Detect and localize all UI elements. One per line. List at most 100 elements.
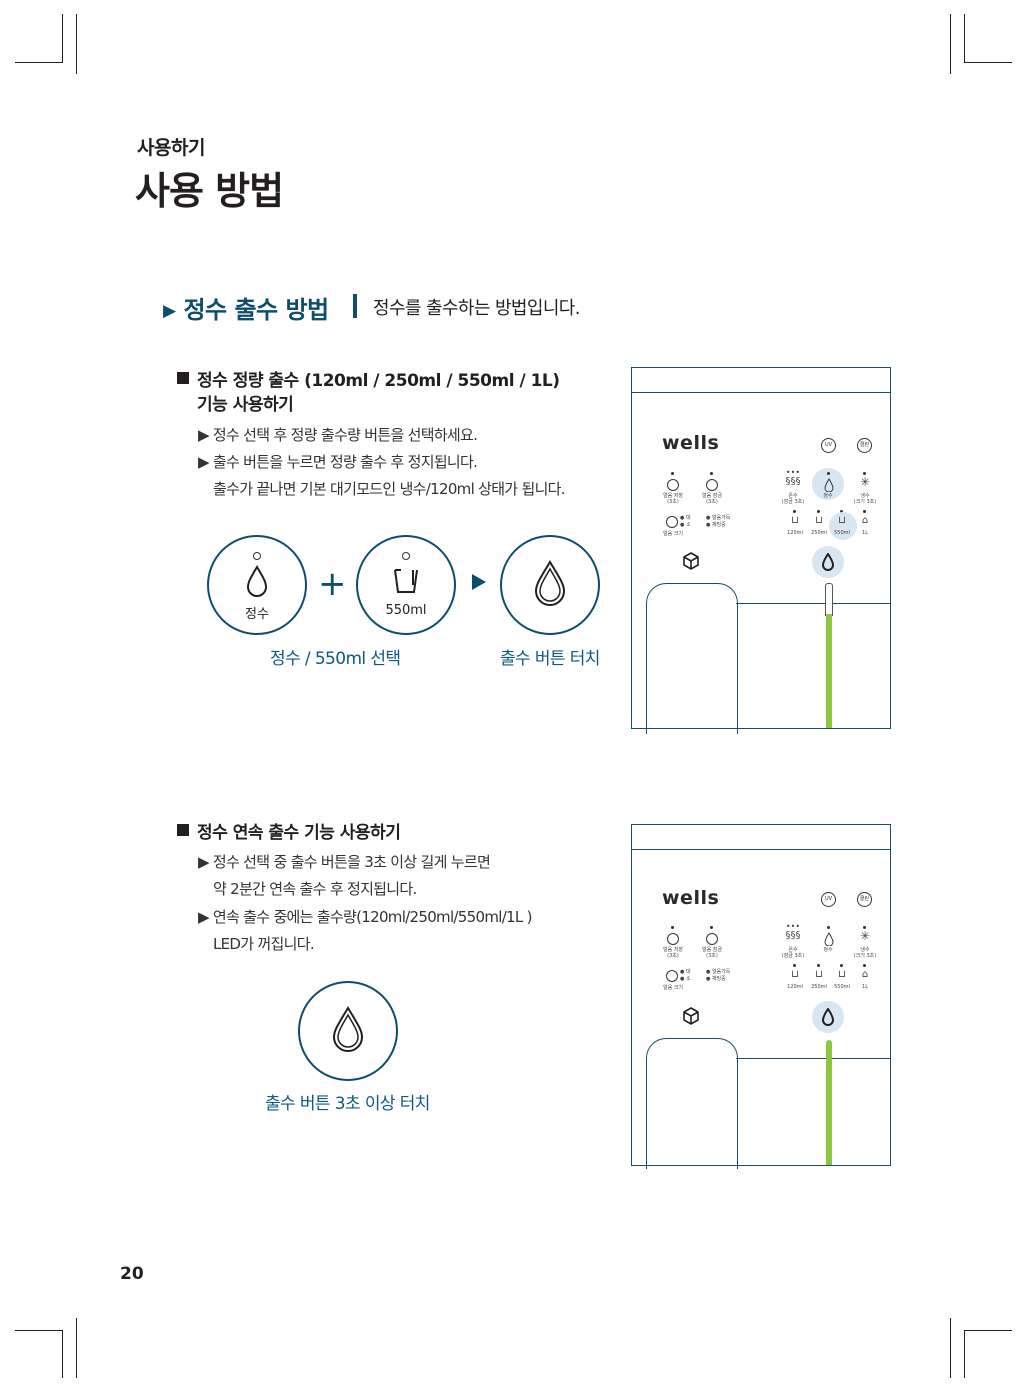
volume-550-button-illustration: 550ml: [356, 535, 456, 635]
indicator-dot: [793, 964, 796, 967]
crop-mark: [950, 14, 951, 74]
vol-1l-label: 1L: [862, 530, 868, 536]
indicator-dot: [863, 472, 866, 475]
hot-water-label: 온수: [788, 493, 798, 499]
clean-button: 클린: [857, 892, 872, 907]
ice-cube-icon: [683, 552, 699, 570]
hot-indicator-dots: •••: [785, 468, 801, 477]
crop-mark: [964, 62, 1012, 63]
ice-lock-sub: (3초): [706, 953, 718, 959]
vol-120-label: 120ml: [787, 530, 803, 536]
water-drop-icon: [332, 1006, 364, 1052]
cup-large-icon: ⊔: [838, 969, 846, 980]
pot-icon: ⌂: [861, 969, 869, 980]
crop-mark: [964, 1330, 1012, 1331]
hot-water-label: 온수: [788, 947, 798, 953]
part2-title: 정수 연속 출수 기능 사용하기: [197, 823, 401, 843]
water-stream: [826, 614, 832, 728]
water-drop-icon: [821, 1008, 835, 1026]
hot-water-icon: §§§: [785, 476, 801, 487]
part1-bullet: ▶ 정수 선택 후 정량 출수량 버튼을 선택하세요.: [198, 426, 478, 444]
indicator-dot: [817, 964, 820, 967]
hot-indicator-dots: •••: [785, 922, 801, 931]
ice-outlet: [646, 583, 738, 734]
ice-size-icon: [666, 970, 678, 982]
crop-mark: [964, 14, 965, 62]
cup-small-icon: ⊔: [791, 969, 799, 980]
dispense-button-illustration: [500, 535, 600, 635]
cup-medium-icon: ⊔: [815, 515, 823, 526]
cold-water-icon: ✳: [859, 929, 871, 943]
indicator-dot: [671, 926, 674, 929]
vol-250-label: 250ml: [811, 530, 827, 536]
cup-icon: [394, 569, 418, 593]
uv-button: UV: [821, 892, 836, 907]
water-drop-icon: [534, 560, 566, 606]
vol-550-label: 550ml: [834, 984, 850, 990]
indicator-dot-icon: [253, 552, 261, 560]
ice-icon: [667, 479, 679, 491]
indicator-dot: [863, 926, 866, 929]
crop-mark: [62, 1330, 63, 1378]
vol-550-label: 550ml: [834, 530, 850, 536]
ice-cube-icon: [683, 1007, 699, 1025]
pure-water-label: 정수: [823, 493, 833, 499]
panel-divider: [736, 603, 890, 604]
pure-water-label: 정수: [245, 607, 269, 622]
section-title-text: 정수 출수 방법: [183, 296, 329, 324]
crop-mark: [15, 62, 63, 63]
plus-icon: +: [318, 564, 347, 604]
caption-touch: 출수 버튼 터치: [500, 649, 600, 669]
water-drop-icon: [824, 478, 834, 492]
caption-select: 정수 / 550ml 선택: [270, 649, 401, 669]
crop-mark: [950, 1318, 951, 1378]
section-arrow-icon: ▶: [163, 301, 176, 321]
ice-size-label: 얼음 크기: [663, 985, 683, 991]
cold-water-label: 냉수: [860, 947, 870, 953]
volume-550-label: 550ml: [385, 603, 427, 618]
ice-full-label: ● 얼음가득: [706, 515, 731, 521]
water-drop-icon: [246, 565, 268, 597]
crop-mark: [76, 1318, 77, 1378]
part2-bullet: ▶ 정수 선택 중 출수 버튼을 3초 이상 길게 누르면: [198, 853, 491, 871]
brand-logo: wells: [662, 887, 720, 909]
section-title: ▶ 정수 출수 방법: [163, 290, 329, 325]
water-drop-icon: [821, 553, 835, 571]
part2-bullet-cont: LED가 꺼집니다.: [213, 935, 315, 953]
part2-bullet: ▶ 연속 출수 중에는 출수량(120ml/250ml/550ml/1L ): [198, 908, 532, 926]
part2-bullet-cont: 약 2분간 연속 출수 후 정지됩니다.: [213, 880, 417, 898]
indicator-dot: [827, 472, 830, 475]
ice-outlet: [646, 1038, 738, 1169]
pure-water-button-illustration: 정수: [207, 535, 307, 635]
control-panel-illustration: wells UV 클린 얼음 저장 (3초) 얼음 잠금 (3초) ••• §§…: [631, 367, 891, 734]
ice-icon: [667, 933, 679, 945]
page-number: 20: [120, 1264, 144, 1284]
cup-medium-icon: ⊔: [815, 969, 823, 980]
indicator-dot: [817, 510, 820, 513]
part1-bullet: ▶ 출수 버튼을 누르면 정량 출수 후 정지됩니다.: [198, 453, 478, 471]
indicator-dot: [710, 926, 713, 929]
indicator-dot-icon: [402, 552, 410, 560]
cup-large-icon: ⊔: [838, 515, 846, 526]
indicator-dot: [671, 472, 674, 475]
part1-title-cont: 기능 사용하기: [197, 395, 294, 415]
caption-long-touch: 출수 버튼 3초 이상 터치: [265, 1094, 430, 1114]
ice-small-label: ● 소: [680, 522, 691, 528]
water-stream: [826, 1040, 832, 1165]
section-divider: [353, 294, 357, 318]
panel-top-bar: [632, 825, 890, 850]
dispense-highlight: [812, 1001, 844, 1033]
vol-1l-label: 1L: [862, 984, 868, 990]
ice-make-sub: (3초): [667, 953, 679, 959]
hot-water-sub: (잠금 3초): [781, 499, 805, 505]
section-label: 사용하기: [137, 137, 205, 159]
part1-title: 정수 정량 출수 (120ml / 250ml / 550ml / 1L): [197, 371, 560, 391]
ice-big-label: ● 대: [680, 515, 691, 521]
crop-mark: [76, 14, 77, 74]
ice-making-label: ● 제빙중: [706, 522, 726, 528]
indicator-dot: [710, 472, 713, 475]
indicator-dot: [840, 510, 843, 513]
section-description: 정수를 출수하는 방법입니다.: [373, 298, 580, 319]
brand-logo: wells: [662, 432, 720, 454]
crop-mark: [15, 1330, 63, 1331]
